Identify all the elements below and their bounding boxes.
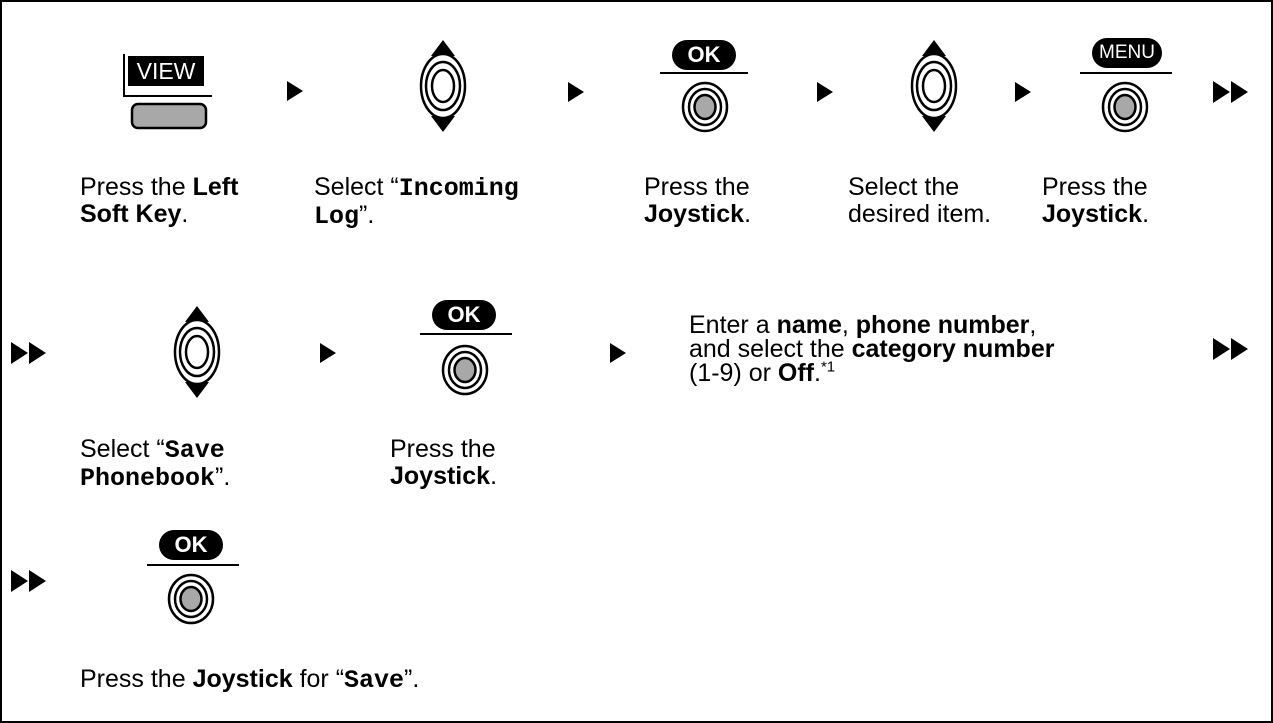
view-key-label: VIEW <box>136 58 196 84</box>
step-caption: Press the Joystick for “Save”. <box>80 665 420 695</box>
footnote-marker: *1 <box>820 358 836 376</box>
continue-arrow-icon <box>1213 338 1249 360</box>
arrow-right-icon <box>817 82 833 102</box>
arrow-right-icon <box>610 343 626 363</box>
joystick-up-down-icon <box>167 304 227 400</box>
ok-label-icon: OK <box>672 40 736 70</box>
continue-arrow-icon <box>1213 81 1249 103</box>
joystick-up-down-icon <box>413 38 473 134</box>
step-caption: Press the Left Soft Key. <box>80 173 239 228</box>
joystick-press-icon <box>680 80 730 134</box>
continue-arrow-icon <box>11 570 47 592</box>
arrow-right-icon <box>287 81 303 101</box>
menu-label-icon: MENU <box>1092 38 1162 68</box>
joystick-up-down-icon <box>904 38 964 134</box>
joystick-press-icon <box>166 572 216 626</box>
continue-arrow-icon <box>11 342 47 364</box>
arrow-right-icon <box>1015 82 1031 102</box>
ok-label-icon: OK <box>432 300 496 330</box>
step-caption: Press the Joystick. <box>1042 173 1150 228</box>
step-caption: Select the desired item. <box>848 173 992 228</box>
arrow-right-icon <box>568 82 584 102</box>
arrow-right-icon <box>320 343 336 363</box>
step-caption: Select “Save Phonebook”. <box>80 435 231 493</box>
divider <box>420 333 512 335</box>
step-caption: Select “Incoming Log”. <box>314 173 519 231</box>
divider <box>1080 72 1172 74</box>
joystick-press-icon <box>1100 80 1150 134</box>
instruction-text: Enter a name, phone number, and select t… <box>689 311 1055 387</box>
divider <box>147 564 239 566</box>
left-soft-key-icon: VIEW <box>122 54 212 130</box>
ok-label-icon: OK <box>159 530 223 560</box>
step-caption: Press the Joystick. <box>390 435 498 490</box>
joystick-press-icon <box>440 343 490 397</box>
divider <box>660 72 748 74</box>
step-caption: Press the Joystick. <box>644 173 752 228</box>
